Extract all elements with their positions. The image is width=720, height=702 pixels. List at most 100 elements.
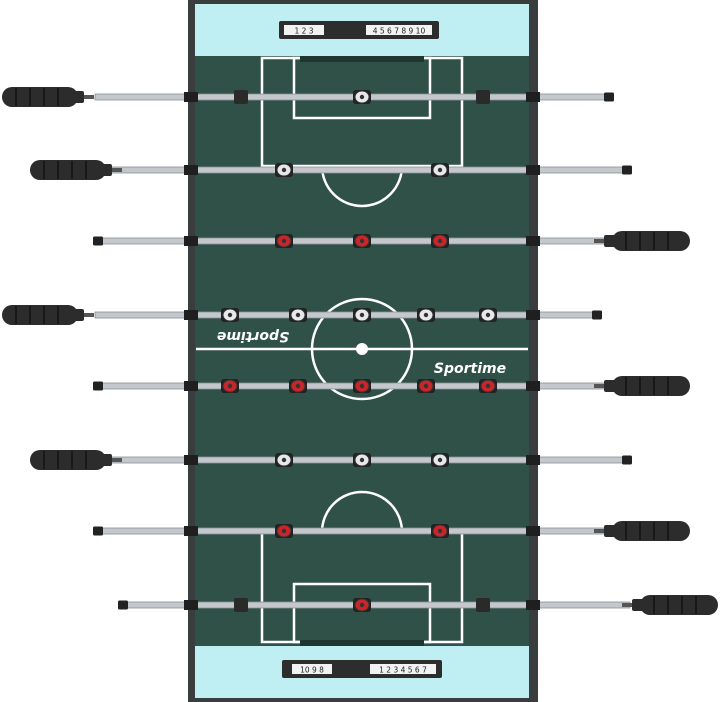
rod-bearing-left: [184, 455, 198, 465]
rod-2[interactable]: [30, 160, 632, 180]
handle-grip: [30, 160, 106, 180]
player-pin: [295, 383, 301, 389]
player-pin: [423, 312, 429, 318]
white-player: [431, 163, 449, 177]
rod-handle[interactable]: [2, 87, 94, 107]
handle-collar: [594, 239, 606, 243]
white-player: [417, 308, 435, 322]
center-spot: [356, 343, 368, 355]
red-player: [431, 234, 449, 248]
rod-handle[interactable]: [594, 376, 690, 396]
rod-6[interactable]: [30, 450, 632, 470]
scoreboard-top: 1 2 3 4 5 6 7 8 9 10: [279, 21, 439, 39]
player-pin: [359, 238, 365, 244]
player-pin: [227, 383, 233, 389]
rods-layer[interactable]: [2, 87, 718, 615]
rod-bearing-right: [526, 455, 540, 465]
rod-bumper: [476, 598, 490, 612]
handle-collar: [594, 529, 606, 533]
rod-bearing-left: [184, 92, 198, 102]
player-pin: [359, 94, 365, 100]
red-player: [353, 234, 371, 248]
handle-collar: [82, 95, 94, 99]
player-pin: [227, 312, 233, 318]
player-pin: [359, 383, 365, 389]
rod-bearing-left: [184, 165, 198, 175]
white-player: [289, 308, 307, 322]
rod-shaft[interactable]: [94, 527, 631, 535]
rod-handle[interactable]: [2, 305, 94, 325]
player-pin: [281, 167, 287, 173]
player-pin: [359, 602, 365, 608]
red-player: [221, 379, 239, 393]
player-pin: [437, 167, 443, 173]
rod-bearing-right: [526, 236, 540, 246]
handle-grip: [30, 450, 106, 470]
scoreboard-bottom-right-digits: 1 2 3 4 5 6 7: [379, 666, 427, 675]
scoreboard-bottom-left-digits: 10 9 8: [300, 666, 324, 675]
rod-bearing-right: [526, 526, 540, 536]
white-player: [275, 453, 293, 467]
white-player: [431, 453, 449, 467]
rod-7[interactable]: [93, 521, 690, 541]
rod-bearing-left: [184, 526, 198, 536]
handle-grip: [612, 231, 690, 251]
rod-handle[interactable]: [594, 231, 690, 251]
rod-3[interactable]: [93, 231, 690, 251]
red-player: [417, 379, 435, 393]
rod-5[interactable]: [93, 376, 690, 396]
red-player: [431, 524, 449, 538]
red-player: [353, 379, 371, 393]
handle-grip: [640, 595, 718, 615]
rod-1[interactable]: [2, 87, 614, 107]
rod-8[interactable]: [118, 595, 718, 615]
rod-bearing-right: [526, 600, 540, 610]
player-pin: [281, 528, 287, 534]
rod-bearing-left: [184, 236, 198, 246]
rod-end-cap: [604, 92, 614, 102]
scoreboard-top-left-digits: 1 2 3: [294, 27, 313, 36]
player-pin: [437, 238, 443, 244]
brand-logo-left: Sportime: [217, 328, 289, 344]
rod-handle[interactable]: [30, 160, 122, 180]
player-pin: [281, 238, 287, 244]
player-pin: [437, 457, 443, 463]
player-pin: [437, 528, 443, 534]
player-pin: [295, 312, 301, 318]
handle-collar: [622, 603, 634, 607]
rod-end-cap: [622, 165, 632, 175]
player-pin: [485, 383, 491, 389]
rod-end-cap: [592, 310, 602, 320]
rod-handle[interactable]: [30, 450, 122, 470]
white-player: [353, 308, 371, 322]
rod-shaft[interactable]: [94, 166, 631, 174]
player-pin: [281, 457, 287, 463]
rod-handle[interactable]: [622, 595, 718, 615]
white-player: [479, 308, 497, 322]
handle-collar: [110, 168, 122, 172]
rod-bumper: [234, 598, 248, 612]
red-player: [479, 379, 497, 393]
rod-bumper: [234, 90, 248, 104]
red-player: [289, 379, 307, 393]
rod-handle[interactable]: [594, 521, 690, 541]
rod-bearing-right: [526, 310, 540, 320]
brand-logo-right: Sportime: [434, 361, 506, 377]
handle-grip: [612, 376, 690, 396]
white-player: [221, 308, 239, 322]
rod-end-cap: [622, 455, 632, 465]
rod-end-cap: [93, 381, 103, 391]
handle-grip: [612, 521, 690, 541]
rod-4[interactable]: [2, 305, 602, 325]
rod-shaft[interactable]: [94, 311, 601, 319]
player-pin: [485, 312, 491, 318]
rod-bearing-right: [526, 92, 540, 102]
handle-collar: [110, 458, 122, 462]
rod-bearing-left: [184, 381, 198, 391]
scoreboard-bottom: 10 9 8 1 2 3 4 5 6 7: [282, 660, 442, 678]
red-player: [275, 524, 293, 538]
red-player: [275, 234, 293, 248]
rod-bearing-left: [184, 600, 198, 610]
rod-bearing-left: [184, 310, 198, 320]
white-player: [353, 453, 371, 467]
